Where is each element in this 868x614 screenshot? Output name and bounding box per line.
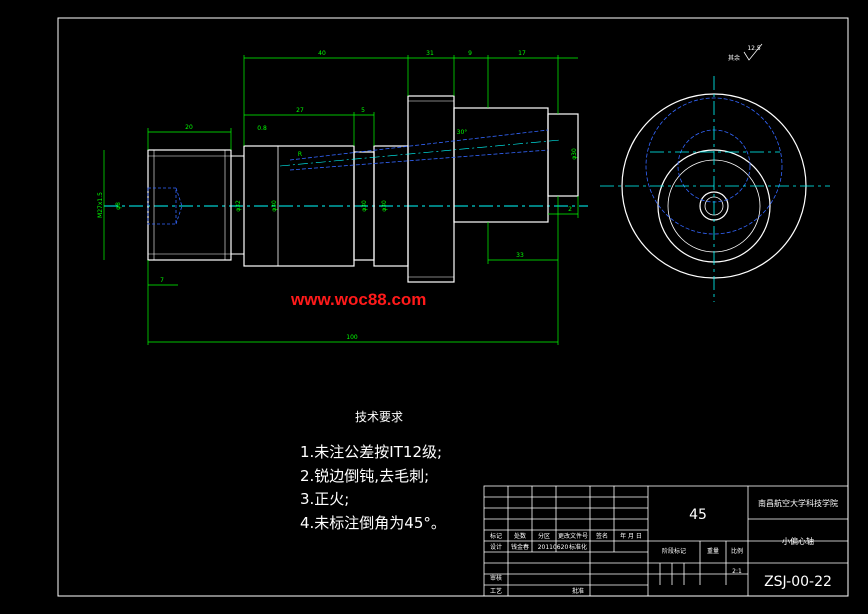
review-label: 审核: [490, 574, 502, 582]
requirement-item-1: 1.未注公差按IT12级;: [300, 443, 442, 461]
dim-31: 31: [426, 50, 434, 57]
dim-2: 2: [568, 206, 572, 213]
eccentric-bore-hidden-top: [289, 129, 549, 161]
scale-label: 比例: [731, 547, 743, 555]
approve-label: 批准: [572, 587, 584, 595]
eccentric-bore-hidden-bottom: [289, 149, 549, 171]
process-label: 工艺: [490, 587, 502, 595]
dia-32-label: φ32: [235, 200, 242, 212]
roughness-right: 12.5: [747, 45, 761, 52]
dim-17: 17: [518, 50, 526, 57]
requirements-title: 技术要求: [355, 410, 403, 424]
dia-30c-label: φ30: [381, 200, 388, 212]
thread-section: [147, 149, 232, 261]
dimension-lines: [103, 55, 579, 345]
dim-7: 7: [160, 277, 164, 284]
roughness-symbol: [743, 43, 763, 61]
header-zone: 分区: [538, 532, 550, 540]
dia-30-label: φ30: [271, 200, 278, 212]
dim-angle: 30°: [457, 129, 468, 136]
stage-label: 阶段标记: [662, 547, 686, 555]
school-name: 南昌航空大学科技学院: [758, 498, 838, 508]
header-change-doc: 更改文件号: [558, 532, 588, 540]
designer-label: 设计: [490, 543, 502, 551]
dia-thread-label: M27x1.5: [97, 192, 104, 218]
dim-100: 100: [346, 334, 358, 341]
dim-40: 40: [318, 50, 326, 57]
eccentric-journal: [453, 107, 549, 223]
roughness-left: 0.8: [257, 125, 267, 132]
roughness-rest-label: 其余: [728, 54, 740, 62]
shaft-front-view: [104, 95, 588, 283]
weight-label: 重量: [707, 547, 719, 555]
drawing-frame: [57, 17, 849, 597]
part-name: 小偏心轴: [782, 536, 814, 546]
dia-right-label: φ30: [571, 148, 578, 160]
side-hidden-circle-1: [645, 97, 783, 235]
side-hidden-circle-2: [677, 129, 751, 203]
standard-label: 标准化: [569, 543, 587, 551]
requirement-item-3: 3.正火;: [300, 490, 349, 508]
dim-9: 9: [468, 50, 472, 57]
eccentric-flange: [407, 95, 455, 283]
bore-tip-hidden: [175, 187, 183, 225]
shaft-side-view: [600, 76, 830, 302]
watermark-text: www.woc88.com: [290, 290, 426, 309]
requirement-item-2: 2.锐边倒钝,去毛刺;: [300, 467, 429, 485]
designer-name: 钱金春: [511, 543, 529, 551]
dim-27: 27: [296, 107, 304, 114]
dim-5: 5: [361, 107, 365, 114]
eccentric-axis: [279, 139, 561, 167]
end-cap: [547, 113, 579, 197]
drawing-number: ZSJ-00-22: [764, 574, 832, 590]
dia-30b-label: φ30: [361, 200, 368, 212]
dim-33: 33: [516, 252, 524, 259]
header-date: 年 月 日: [620, 532, 642, 540]
material-value: 45: [689, 507, 707, 523]
requirement-item-4: 4.未标注倒角为45°。: [300, 514, 446, 532]
dim-20: 20: [185, 124, 193, 131]
scale-value: 2:1: [732, 568, 742, 575]
header-sign: 签名: [596, 532, 608, 540]
header-count: 处数: [514, 532, 526, 540]
title-block: [483, 485, 849, 597]
dim-r: R: [298, 151, 302, 158]
bore-hidden: [147, 187, 177, 225]
dia-bore-label: φ8: [115, 202, 122, 210]
header-mark: 标记: [490, 532, 502, 540]
design-date: 20110620: [538, 544, 569, 551]
